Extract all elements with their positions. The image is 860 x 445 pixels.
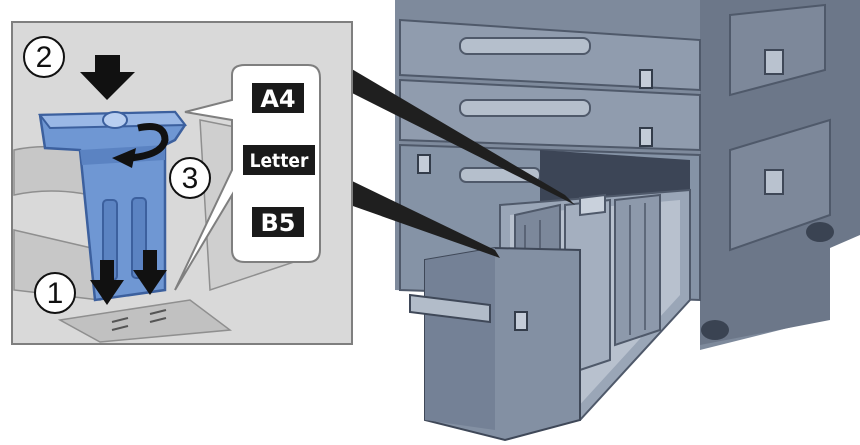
down-arrow-icon <box>133 250 167 295</box>
drawer-3-indicator <box>417 154 431 174</box>
label-letter-bg <box>243 145 315 175</box>
guide-knob <box>102 111 128 129</box>
callout-beam-lower <box>350 180 500 258</box>
caster-back <box>806 222 834 242</box>
label-letter: Letter <box>250 150 309 172</box>
zoom-detail-panel: 2 3 1 A4 Letter B5 <box>11 21 353 345</box>
caster-front <box>701 320 729 340</box>
step-3-number: 3 <box>182 162 199 195</box>
rotate-arrow-head-icon <box>112 148 136 168</box>
step-2-circle <box>23 36 65 78</box>
press-down-arrow-icon <box>80 55 135 100</box>
step-1-number: 1 <box>47 277 64 310</box>
drawer-1-indicator <box>639 69 653 89</box>
callout-beam-upper <box>350 68 575 205</box>
side-guide-right <box>614 193 661 347</box>
guide-tab <box>579 193 606 217</box>
slot-mark <box>149 317 167 323</box>
side-handle-upper <box>764 49 784 75</box>
step-1-circle <box>34 272 76 314</box>
slot-mark <box>111 325 129 331</box>
cassette-indicator <box>514 311 528 331</box>
drawer-2-indicator <box>639 127 653 147</box>
label-b5-bg <box>252 207 304 237</box>
down-arrow-icon <box>90 260 124 305</box>
cassette-handle <box>409 293 491 324</box>
side-handle-lower <box>764 169 784 195</box>
label-a4-bg <box>252 83 304 113</box>
label-a4: A4 <box>260 85 295 113</box>
label-b5: B5 <box>261 209 296 237</box>
slot-mark <box>149 309 167 315</box>
rotate-arrow-icon <box>129 123 169 162</box>
slot-mark <box>111 317 129 323</box>
cassette-front-left-face <box>425 248 495 430</box>
pulled-out-cassette <box>409 188 691 442</box>
drawer-2-handle <box>459 99 591 117</box>
tray-slot <box>57 299 233 343</box>
step-2-number: 2 <box>36 41 53 74</box>
drawer-1-handle <box>459 37 591 55</box>
callout-beams <box>350 68 575 258</box>
step-3-circle <box>169 157 211 199</box>
